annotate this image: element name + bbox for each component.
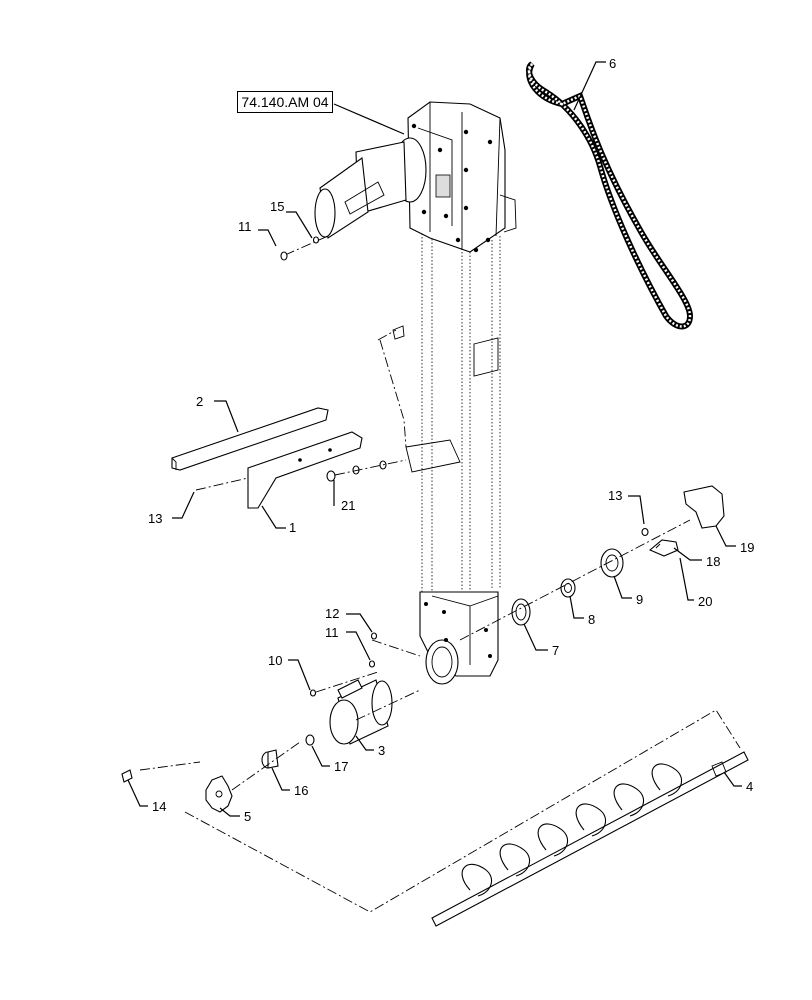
callout-11-bottom: 11 [325,625,339,640]
part-9-flange [600,548,624,578]
callout-8: 8 [588,612,595,627]
drive-chain [526,61,694,330]
part-10-bolt [309,689,317,697]
part-12-bolt [370,632,378,640]
callout-6: 6 [609,56,616,71]
callout-17: 17 [334,759,348,774]
callout-14: 14 [152,799,166,814]
callout-labels: 6 11 15 2 13 1 21 13 19 18 9 20 8 7 12 1… [148,56,754,824]
part-17-ring [305,734,315,746]
callout-3: 3 [378,743,385,758]
callout-16: 16 [294,783,308,798]
callout-18: 18 [706,554,720,569]
assembly-line-left [315,639,421,721]
part-14-pin [121,769,133,783]
part-15-11-fasteners [280,235,329,261]
callout-10: 10 [268,653,282,668]
part-2-support-bar [171,407,329,471]
callout-4: 4 [746,779,753,794]
part-3-drum [329,679,393,745]
part-16-bushing [261,749,279,769]
part-11-bolt [368,660,376,668]
callout-21: 21 [341,498,355,513]
callout-11-top: 11 [238,219,252,234]
callout-2: 2 [196,394,203,409]
part-18-19-20-guards [641,485,725,557]
part-8-bearing [560,578,576,598]
reference-link[interactable]: 74.140.AM 04 [237,91,333,113]
callout-9: 9 [636,592,643,607]
part-4-auger [431,751,749,927]
callout-1: 1 [289,520,296,535]
elevator-housing [314,101,517,685]
part-21-washers [195,459,407,491]
assembly-line-right [459,519,691,641]
callout-12: 12 [325,606,339,621]
callout-13-left: 13 [148,511,162,526]
part-7-flange [511,598,531,626]
callout-7: 7 [552,643,559,658]
callout-13-right: 13 [608,488,622,503]
callout-5: 5 [244,809,251,824]
assembly-line-bottom [139,709,741,913]
callout-20: 20 [698,594,712,609]
callout-15: 15 [270,199,284,214]
part-5-sprocket [205,775,233,813]
part-1-bracket [247,431,363,509]
callout-19: 19 [740,540,754,555]
leader-lines [127,61,742,817]
